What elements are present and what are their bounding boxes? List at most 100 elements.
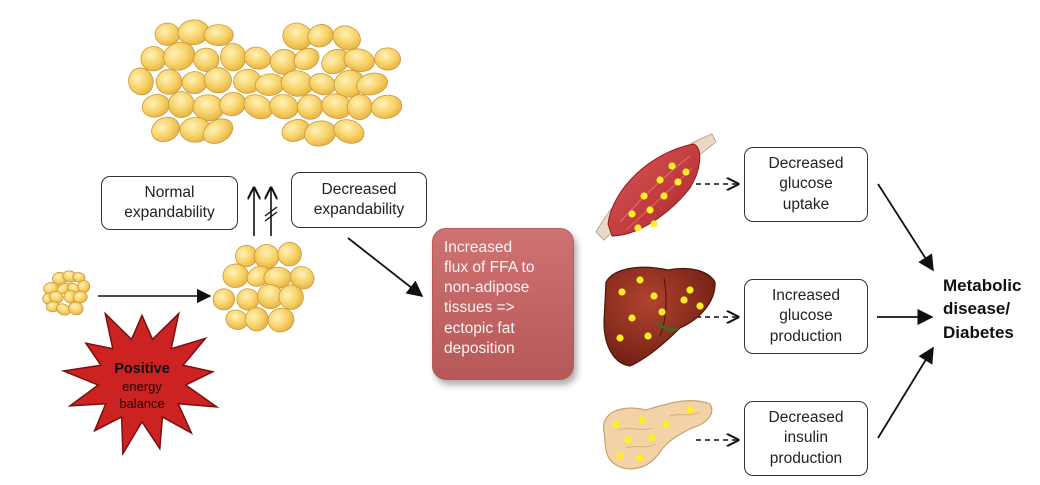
normal-line-2: expandability bbox=[124, 204, 215, 221]
fat-cell bbox=[141, 94, 170, 118]
fat-cell bbox=[332, 25, 361, 51]
pancreas-illustration bbox=[602, 400, 713, 470]
fat-cell bbox=[244, 307, 269, 332]
flux-line-3: non-adipose bbox=[444, 279, 530, 297]
energy-balance-burst bbox=[60, 311, 220, 457]
fat-dot bbox=[682, 168, 690, 176]
fat-dot bbox=[648, 434, 656, 442]
flux-line-4: tissues => bbox=[444, 299, 515, 317]
medium-fat-cell-cluster bbox=[212, 241, 315, 333]
fat-dot bbox=[656, 176, 664, 184]
metabolic-disease-label: Metabolic disease/ Diabetes bbox=[943, 274, 1021, 344]
blocked-mark bbox=[264, 206, 278, 222]
fat-cell bbox=[72, 290, 88, 304]
arrow-insulin-to-outcome bbox=[877, 346, 934, 439]
insulin-production-box: Decreased insulin production bbox=[744, 401, 868, 476]
fat-dot bbox=[680, 296, 688, 304]
fat-cell bbox=[356, 72, 388, 96]
fat-dot bbox=[636, 454, 644, 462]
liver-fat-dots bbox=[616, 276, 704, 342]
muscle-fat-dots bbox=[628, 162, 690, 232]
insulin-line-1: Decreased bbox=[768, 408, 844, 426]
fat-cell bbox=[307, 24, 334, 48]
liver-illustration bbox=[603, 266, 716, 367]
fat-cell bbox=[293, 47, 320, 71]
fat-cell bbox=[267, 307, 295, 333]
fat-dot bbox=[686, 286, 694, 294]
fat-cell bbox=[140, 46, 167, 72]
normal-line-1: Normal bbox=[144, 183, 195, 201]
fat-cell bbox=[203, 24, 234, 47]
fat-cell bbox=[278, 284, 304, 310]
fat-cell bbox=[163, 41, 196, 71]
fat-cell bbox=[151, 116, 180, 143]
outcome-line-1: Metabolic bbox=[943, 276, 1022, 295]
burst-line-2: energy bbox=[122, 378, 162, 394]
fat-dot bbox=[658, 308, 666, 316]
energy-balance-label: Positive energy balance bbox=[82, 360, 202, 413]
fat-cell bbox=[77, 280, 91, 293]
fat-dot bbox=[650, 220, 658, 228]
fat-dot bbox=[646, 206, 654, 214]
fat-cell bbox=[56, 303, 71, 316]
fat-cell bbox=[370, 94, 403, 119]
fat-dot bbox=[674, 178, 682, 186]
outcome-line-3: Diabetes bbox=[943, 322, 1014, 342]
fat-dot bbox=[638, 416, 646, 424]
fat-cell bbox=[296, 94, 324, 120]
pancreas-fat-dots bbox=[612, 406, 694, 462]
fat-dot bbox=[634, 224, 642, 232]
fat-dot bbox=[628, 314, 636, 322]
burst-line-3: balance bbox=[119, 395, 165, 411]
fat-dot bbox=[644, 332, 652, 340]
fat-dot bbox=[668, 162, 676, 170]
decreased-line-2: expandability bbox=[313, 201, 405, 218]
fat-dot bbox=[616, 452, 624, 460]
fat-dot bbox=[660, 192, 668, 200]
fat-dot bbox=[628, 210, 636, 218]
large-fat-cell-cluster bbox=[128, 19, 403, 147]
flux-line-1: Increased bbox=[444, 239, 513, 256]
uptake-line-1: Decreased bbox=[768, 154, 844, 172]
fat-dot bbox=[616, 334, 624, 342]
uptake-line-2: glucose bbox=[779, 175, 833, 193]
glucose-uptake-box: Decreased glucose uptake bbox=[744, 147, 868, 222]
fat-cell bbox=[202, 118, 234, 144]
fat-dot bbox=[686, 406, 694, 414]
fat-cell bbox=[243, 94, 273, 120]
fat-cell bbox=[72, 272, 86, 283]
fat-cell bbox=[333, 119, 365, 144]
insulin-line-2: insulin bbox=[784, 429, 828, 447]
production-line-1: Increased bbox=[771, 286, 841, 304]
fat-cell bbox=[68, 301, 84, 316]
uptake-line-3: uptake bbox=[782, 195, 830, 213]
fat-cell bbox=[346, 94, 373, 120]
fat-cell bbox=[277, 241, 302, 267]
glucose-production-box: Increased glucose production bbox=[744, 279, 868, 354]
flux-line-5: ectopic fat bbox=[444, 319, 515, 337]
fat-cell bbox=[212, 288, 236, 311]
fat-dot bbox=[696, 302, 704, 310]
fat-dot bbox=[624, 436, 632, 444]
production-line-3: production bbox=[769, 327, 843, 345]
decreased-expandability-box: Decreased expandability bbox=[291, 172, 427, 228]
normal-expandability-box: Normal expandability bbox=[101, 176, 238, 230]
burst-line-1: Positive bbox=[114, 361, 170, 377]
fat-dot bbox=[612, 420, 620, 428]
fat-dot bbox=[640, 192, 648, 200]
fat-cell bbox=[243, 46, 271, 70]
small-fat-cell-cluster bbox=[42, 270, 91, 316]
arrow-uptake-to-outcome bbox=[877, 183, 934, 272]
fat-cell bbox=[220, 42, 247, 72]
fat-cell bbox=[203, 67, 232, 94]
flux-line-6: deposition bbox=[444, 339, 515, 357]
arrow-to-flux-box bbox=[347, 237, 424, 297]
fat-dot bbox=[650, 292, 658, 300]
fat-cell bbox=[374, 47, 401, 71]
fat-cell bbox=[128, 67, 154, 96]
fat-cell bbox=[155, 69, 183, 95]
production-line-2: glucose bbox=[779, 307, 833, 325]
outcome-line-2: disease/ bbox=[943, 299, 1011, 319]
ffa-flux-box: Increased flux of FFA to non-adipose tis… bbox=[432, 228, 574, 380]
